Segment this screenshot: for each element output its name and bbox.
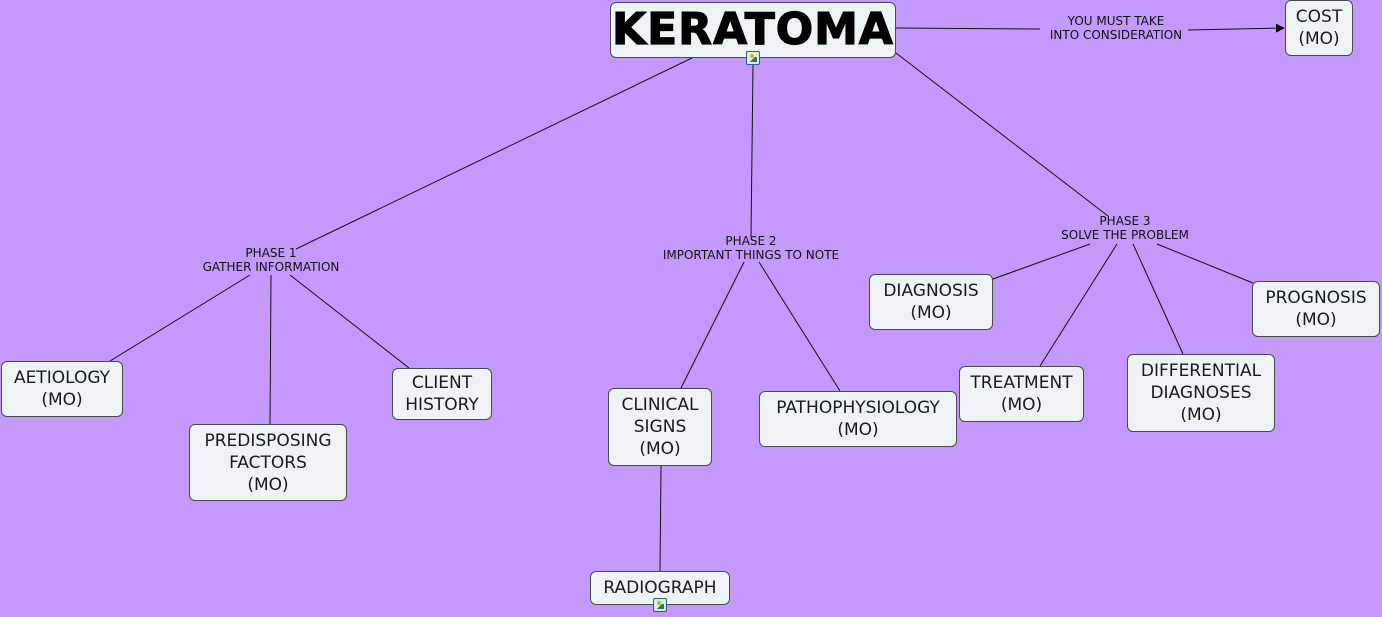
image-resource-icon[interactable] [746,51,760,65]
node-client-history[interactable]: CLIENT HISTORY [392,368,492,420]
edge-costlabel-cost [1187,23,1285,33]
phase2-label: PHASE 2 IMPORTANT THINGS TO NOTE [662,234,840,262]
edge-phase3-prognosis [1156,243,1254,284]
phase1-label: PHASE 1 GATHER INFORMATION [202,246,340,274]
node-treatment[interactable]: TREATMENT (MO) [959,366,1084,422]
phase3-label: PHASE 3 SOLVE THE PROBLEM [1061,214,1189,242]
node-clinical-label: CLINICAL SIGNS (MO) [621,395,699,459]
node-cost-label: COST (MO) [1295,7,1343,49]
node-prognosis-label: PROGNOSIS (MO) [1265,288,1367,330]
edge-phase1-aetiology [109,274,251,362]
node-treatment-label: TREATMENT (MO) [970,373,1073,415]
link-label-consideration: YOU MUST TAKE INTO CONSIDERATION [1049,14,1183,42]
root-node-keratoma[interactable]: KERATOMA [610,2,896,58]
edge-root-phase3 [895,52,1109,217]
node-predisposing-factors[interactable]: PREDISPOSING FACTORS (MO) [189,424,347,501]
node-aetiology[interactable]: AETIOLOGY (MO) [1,361,123,417]
edge-root-phase1 [295,57,693,250]
node-clinical-signs[interactable]: CLINICAL SIGNS (MO) [608,388,712,466]
edge-phase3-diagnosis [992,243,1091,280]
node-diagnosis-label: DIAGNOSIS (MO) [883,281,979,323]
node-radiograph-label: RADIOGRAPH [603,578,717,598]
edge-phase2-patho [758,261,841,392]
edge-phase3-treatment [1039,243,1118,367]
edge-phase1-predisposing [269,274,272,425]
root-title: KERATOMA [611,4,894,55]
edge-phase3-differential [1132,243,1184,355]
node-prognosis[interactable]: PROGNOSIS (MO) [1252,281,1380,337]
edge-root-costlabel [895,27,1041,30]
edge-root-phase2 [750,63,754,238]
node-pathophysiology[interactable]: PATHOPHYSIOLOGY (MO) [759,391,957,447]
node-predisposing-label: PREDISPOSING FACTORS (MO) [204,430,332,495]
node-differential-diagnoses[interactable]: DIFFERENTIAL DIAGNOSES (MO) [1127,354,1275,432]
image-resource-icon[interactable] [653,598,667,612]
node-patho-label: PATHOPHYSIOLOGY (MO) [776,398,940,440]
node-cost[interactable]: COST (MO) [1285,0,1353,56]
node-aetiology-label: AETIOLOGY (MO) [13,368,111,410]
node-history-label: CLIENT HISTORY [405,373,479,415]
node-diagnosis[interactable]: DIAGNOSIS (MO) [869,274,993,330]
edge-clinical-radiograph [659,465,662,572]
edge-phase1-history [289,274,410,369]
node-differential-label: DIFFERENTIAL DIAGNOSES (MO) [1140,361,1262,425]
edge-phase2-clinical [680,261,745,389]
